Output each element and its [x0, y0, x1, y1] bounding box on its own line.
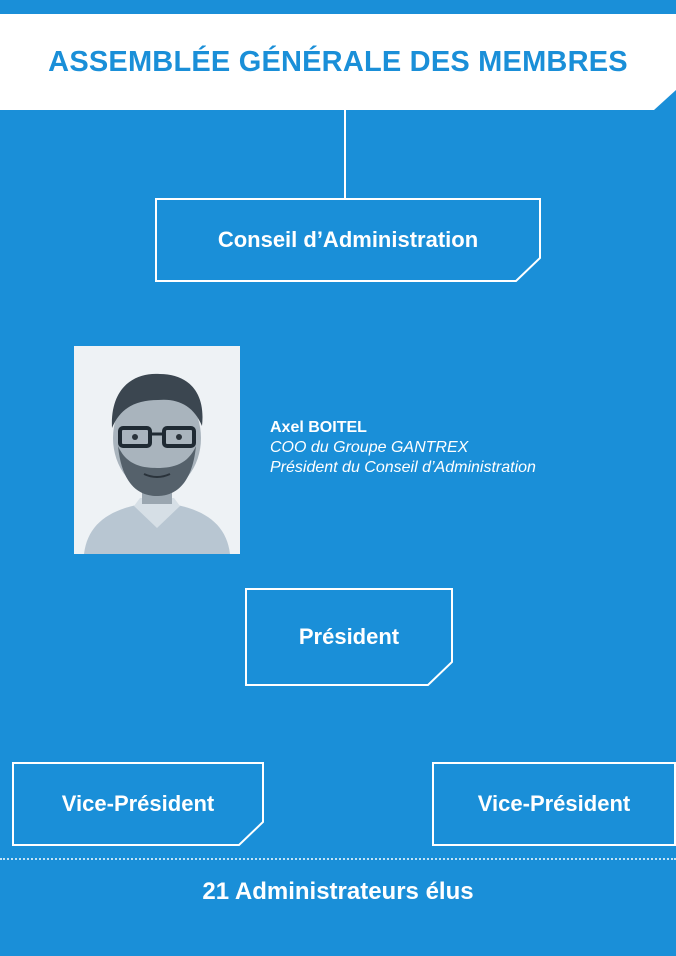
connector-line	[344, 110, 346, 198]
portrait-image	[74, 346, 240, 554]
president-label: Président	[298, 624, 400, 649]
vice-president-left-box: Vice-Président	[12, 762, 264, 846]
administrators-count: 21 Administrateurs élus	[202, 878, 474, 905]
conseil-box-outline	[155, 198, 541, 282]
person-role-company: COO du Groupe GANTREX	[270, 439, 469, 456]
vice-left-box-outline	[12, 762, 264, 846]
conseil-box: Conseil d’Administration	[155, 198, 541, 282]
vice-president-left-label: Vice-Président	[61, 791, 215, 816]
president-photo	[74, 346, 240, 554]
vice-president-right-box: Vice-Président	[432, 762, 676, 846]
president-info: Axel BOITEL COO du Groupe GANTREX Présid…	[270, 418, 536, 478]
vice-right-box-outline	[432, 762, 676, 846]
banner-shape	[0, 14, 676, 110]
vice-president-right-label: Vice-Président	[477, 791, 631, 816]
assembly-banner: ASSEMBLÉE GÉNÉRALE DES MEMBRES	[0, 14, 676, 110]
person-name: Axel BOITEL	[270, 419, 367, 436]
conseil-label: Conseil d’Administration	[217, 227, 479, 252]
president-box-outline	[245, 588, 453, 686]
person-role-board: Président du Conseil d’Administration	[270, 459, 536, 476]
president-box: Président	[245, 588, 453, 686]
dotted-separator	[0, 858, 676, 860]
assembly-title: ASSEMBLÉE GÉNÉRALE DES MEMBRES	[48, 45, 628, 78]
